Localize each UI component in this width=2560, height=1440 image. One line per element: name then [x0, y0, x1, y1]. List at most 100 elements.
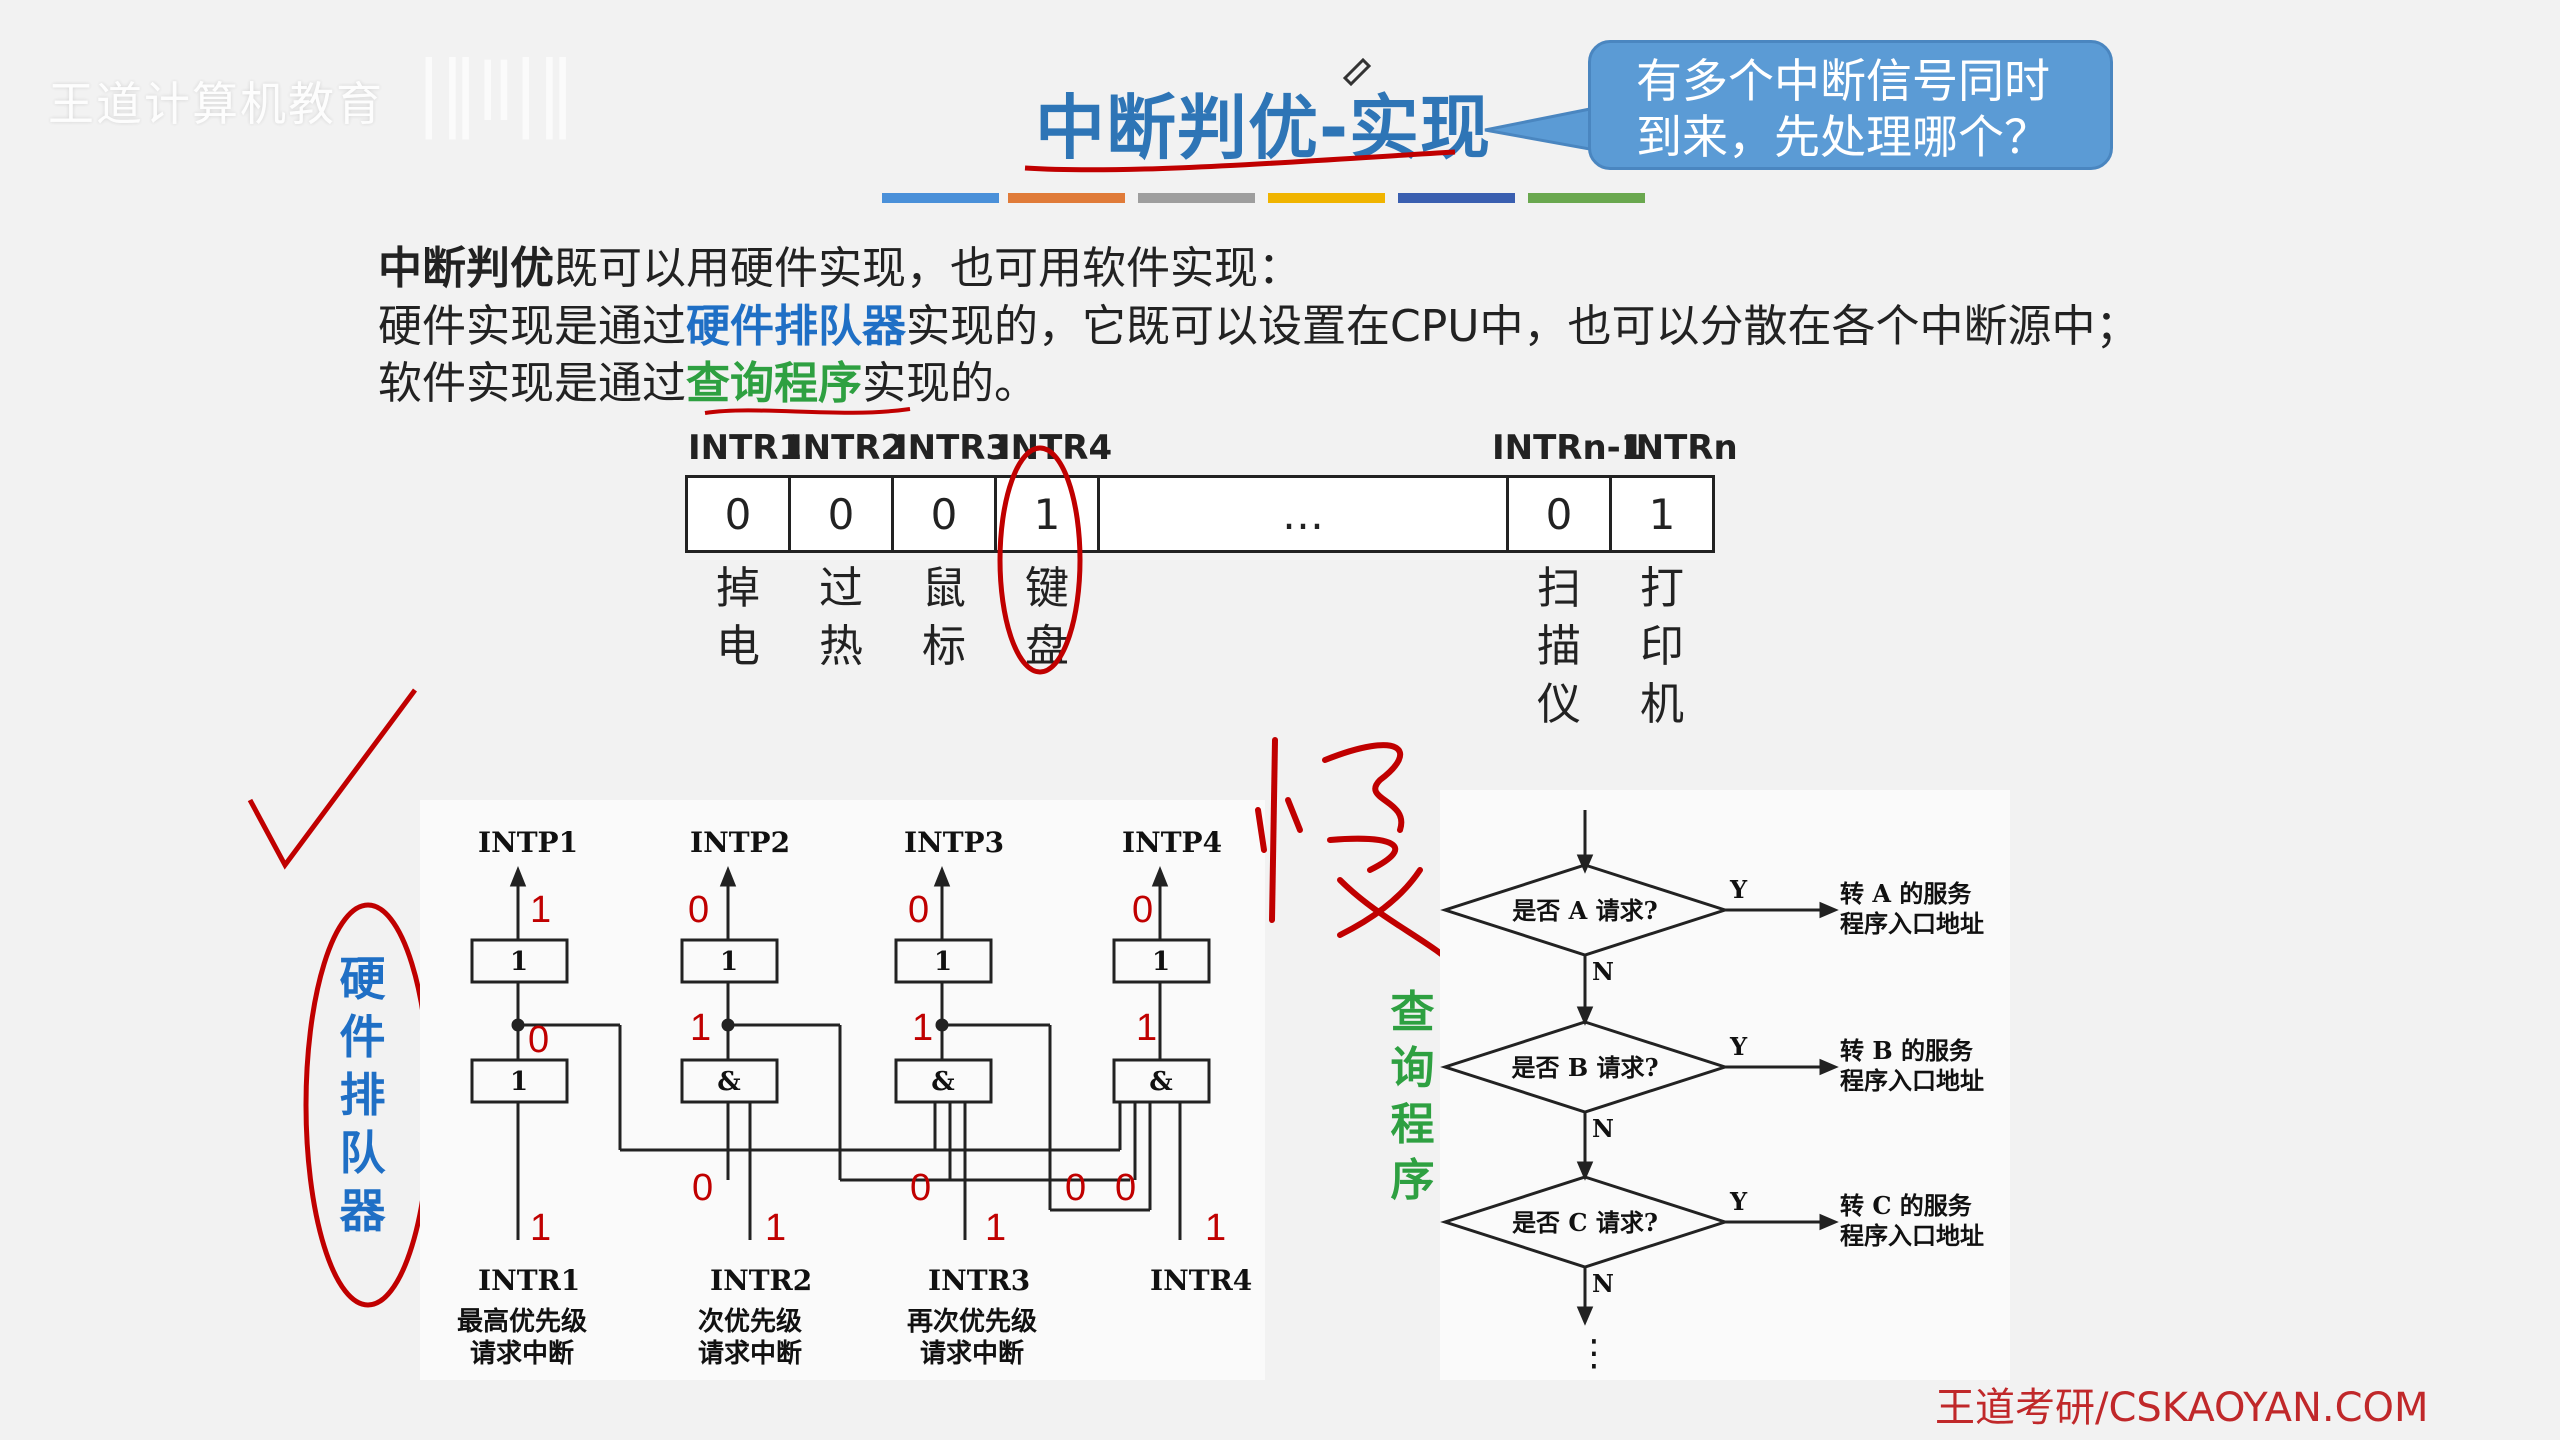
footer-brand: 王道考研/CSKAOYAN.COM [1935, 1385, 2429, 1431]
svg-text:1: 1 [985, 1207, 1006, 1249]
svg-text:1: 1 [530, 1207, 551, 1249]
svg-text:1: 1 [765, 1207, 786, 1249]
device-overheat: 过热 [819, 563, 863, 672]
svg-text:是否 B 请求?: 是否 B 请求? [1511, 1053, 1658, 1082]
keyboard-circle-annotation [997, 445, 1083, 675]
device-keyboard: 键盘 [1025, 563, 1069, 672]
svg-text:请求中断: 请求中断 [470, 1338, 574, 1369]
svg-text:N: N [1592, 957, 1614, 986]
accent-bar-5 [1398, 193, 1515, 203]
svg-text:转 B 的服务: 转 B 的服务 [1840, 1036, 1974, 1065]
reg-cell-ellipsis: … [1097, 475, 1509, 553]
svg-text:INTR2: INTR2 [710, 1264, 812, 1297]
circuit-diagram: 1 1 1 1 1 & & & INTP1 INTP2 INTP3 INTP4 … [457, 826, 1252, 1369]
svg-text:次优先级: 次优先级 [698, 1306, 802, 1337]
svg-text:程序入口地址: 程序入口地址 [1840, 909, 1984, 938]
callout-bubble: 有多个中断信号同时 到来，先处理哪个？ [1588, 40, 2113, 170]
svg-text:请求中断: 请求中断 [920, 1338, 1024, 1369]
svg-text:INTP1: INTP1 [478, 826, 578, 859]
svg-text:转 C 的服务: 转 C 的服务 [1840, 1191, 1973, 1220]
flowchart-panel [1440, 790, 2010, 1380]
paragraph-line-3: 软件实现是通过查询程序实现的。 [378, 347, 1038, 411]
term-interrupt-priority: 中断判优 [378, 243, 554, 294]
reg-label-4: INTR4 [998, 428, 1113, 468]
svg-text:INTR4: INTR4 [1150, 1264, 1252, 1297]
reg-cell-n-1: 0 [1506, 475, 1612, 553]
svg-text:0: 0 [692, 1167, 713, 1209]
watermark-glyph: |‖ǁ|‖ [415, 45, 577, 140]
reg-label-n-1: INTRn-1 [1492, 428, 1645, 468]
line2-pre: 硬件实现是通过 [378, 301, 686, 352]
svg-text:0: 0 [1115, 1167, 1136, 1209]
svg-text:1: 1 [510, 1067, 528, 1097]
svg-text:0: 0 [1065, 1167, 1086, 1209]
svg-text:1: 1 [720, 947, 738, 977]
svg-text:&: & [1149, 1067, 1172, 1097]
device-mouse: 鼠标 [922, 563, 966, 672]
query-underline-annotation [704, 407, 911, 415]
accent-bar-3 [1138, 193, 1255, 203]
accent-bar-4 [1268, 193, 1385, 203]
reg-cell-3: 0 [891, 475, 997, 553]
svg-text:&: & [717, 1067, 740, 1097]
device-power-fail: 掉电 [716, 563, 760, 672]
line1-text: 既可以用硬件实现，也可用软件实现： [554, 243, 1302, 294]
svg-text:0: 0 [1132, 889, 1153, 931]
svg-text:转 A 的服务: 转 A 的服务 [1840, 879, 1972, 908]
watermark-logo: 王道计算机教育 [48, 77, 384, 131]
svg-text:INTR1: INTR1 [478, 1264, 580, 1297]
svg-text:1: 1 [912, 1007, 933, 1049]
svg-text:0: 0 [910, 1167, 931, 1209]
reg-cell-n: 1 [1609, 475, 1715, 553]
term-query-program: 查询程序 [686, 358, 862, 409]
title-underline-annotation [1024, 57, 1456, 173]
line3-pre: 软件实现是通过 [378, 358, 686, 409]
label-hardware-queue: 硬件排队器 [339, 952, 386, 1238]
line3-post: 实现的。 [862, 358, 1038, 409]
svg-text:最高优先级: 最高优先级 [457, 1306, 587, 1337]
accent-bar-6 [1528, 193, 1645, 203]
term-hardware-queue: 硬件排队器 [686, 301, 906, 352]
svg-text:INTP3: INTP3 [904, 826, 1004, 859]
device-printer: 打印机 [1640, 563, 1684, 730]
svg-text:是否 C 请求?: 是否 C 请求? [1512, 1208, 1658, 1237]
flowchart-diagram: 是否 A 请求? 是否 B 请求? 是否 C 请求? Y Y Y N N N 转… [1440, 810, 1984, 1374]
svg-text:1: 1 [690, 1007, 711, 1049]
svg-text:程序入口地址: 程序入口地址 [1840, 1066, 1984, 1095]
svg-text:INTR3: INTR3 [928, 1264, 1030, 1297]
svg-text:N: N [1592, 1114, 1614, 1143]
callout-line-1: 有多个中断信号同时 [1636, 54, 2050, 108]
paragraph-line-1: 中断判优既可以用硬件实现，也可用软件实现： [378, 232, 1302, 296]
reg-label-1: INTR1 [688, 428, 803, 468]
paragraph-line-2: 硬件实现是通过硬件排队器实现的，它既可以设置在CPU中，也可以分散在各个中断源中… [378, 290, 2139, 354]
svg-text:程序入口地址: 程序入口地址 [1840, 1221, 1984, 1250]
svg-text:Y: Y [1729, 875, 1748, 904]
svg-text:1: 1 [1205, 1207, 1226, 1249]
svg-text:INTP2: INTP2 [690, 826, 790, 859]
svg-text:是否 A 请求?: 是否 A 请求? [1512, 896, 1657, 925]
reg-cell-1: 0 [685, 475, 791, 553]
svg-text:N: N [1592, 1269, 1614, 1298]
line2-post: 实现的，它既可以设置在CPU中，也可以分散在各个中断源中； [906, 301, 2140, 352]
accent-bar-2 [1008, 193, 1125, 203]
reg-label-n: INTRn [1623, 428, 1738, 468]
svg-text:Y: Y [1729, 1032, 1748, 1061]
svg-text:再次优先级: 再次优先级 [907, 1306, 1037, 1337]
device-scanner: 扫描仪 [1537, 563, 1581, 730]
reg-label-2: INTR2 [790, 428, 905, 468]
svg-text:1: 1 [1136, 1007, 1157, 1049]
svg-text:&: & [931, 1067, 954, 1097]
callout-line-2: 到来，先处理哪个？ [1636, 110, 2050, 164]
svg-text:Y: Y [1729, 1187, 1748, 1216]
label-query-program: 查询程序 [1390, 987, 1435, 1206]
reg-cell-2: 0 [788, 475, 894, 553]
circuit-panel [420, 800, 1265, 1380]
svg-text:0: 0 [908, 889, 929, 931]
svg-text:1: 1 [1152, 947, 1170, 977]
svg-text:1: 1 [934, 947, 952, 977]
accent-bar-1 [882, 193, 999, 203]
svg-text:请求中断: 请求中断 [698, 1338, 802, 1369]
svg-text:1: 1 [510, 947, 528, 977]
svg-text:⋮: ⋮ [1576, 1333, 1612, 1374]
callout-pointer [1484, 106, 1597, 152]
